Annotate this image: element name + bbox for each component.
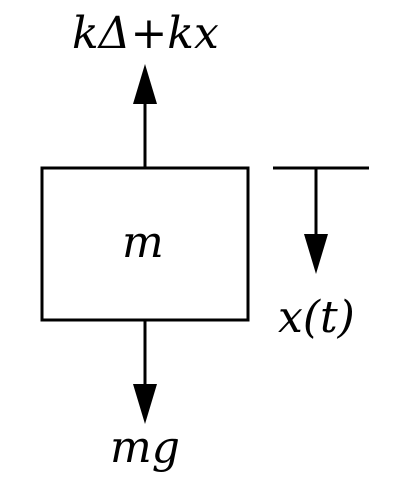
mass-label: m xyxy=(122,217,164,268)
upward-force-label: kΔ+kx xyxy=(72,8,219,59)
downward-force-label: mg xyxy=(110,422,180,473)
upward-force-arrowhead xyxy=(133,64,157,104)
displacement-label: x(t) xyxy=(278,292,355,343)
displacement-arrowhead xyxy=(304,234,328,274)
downward-force-arrowhead xyxy=(133,384,157,424)
